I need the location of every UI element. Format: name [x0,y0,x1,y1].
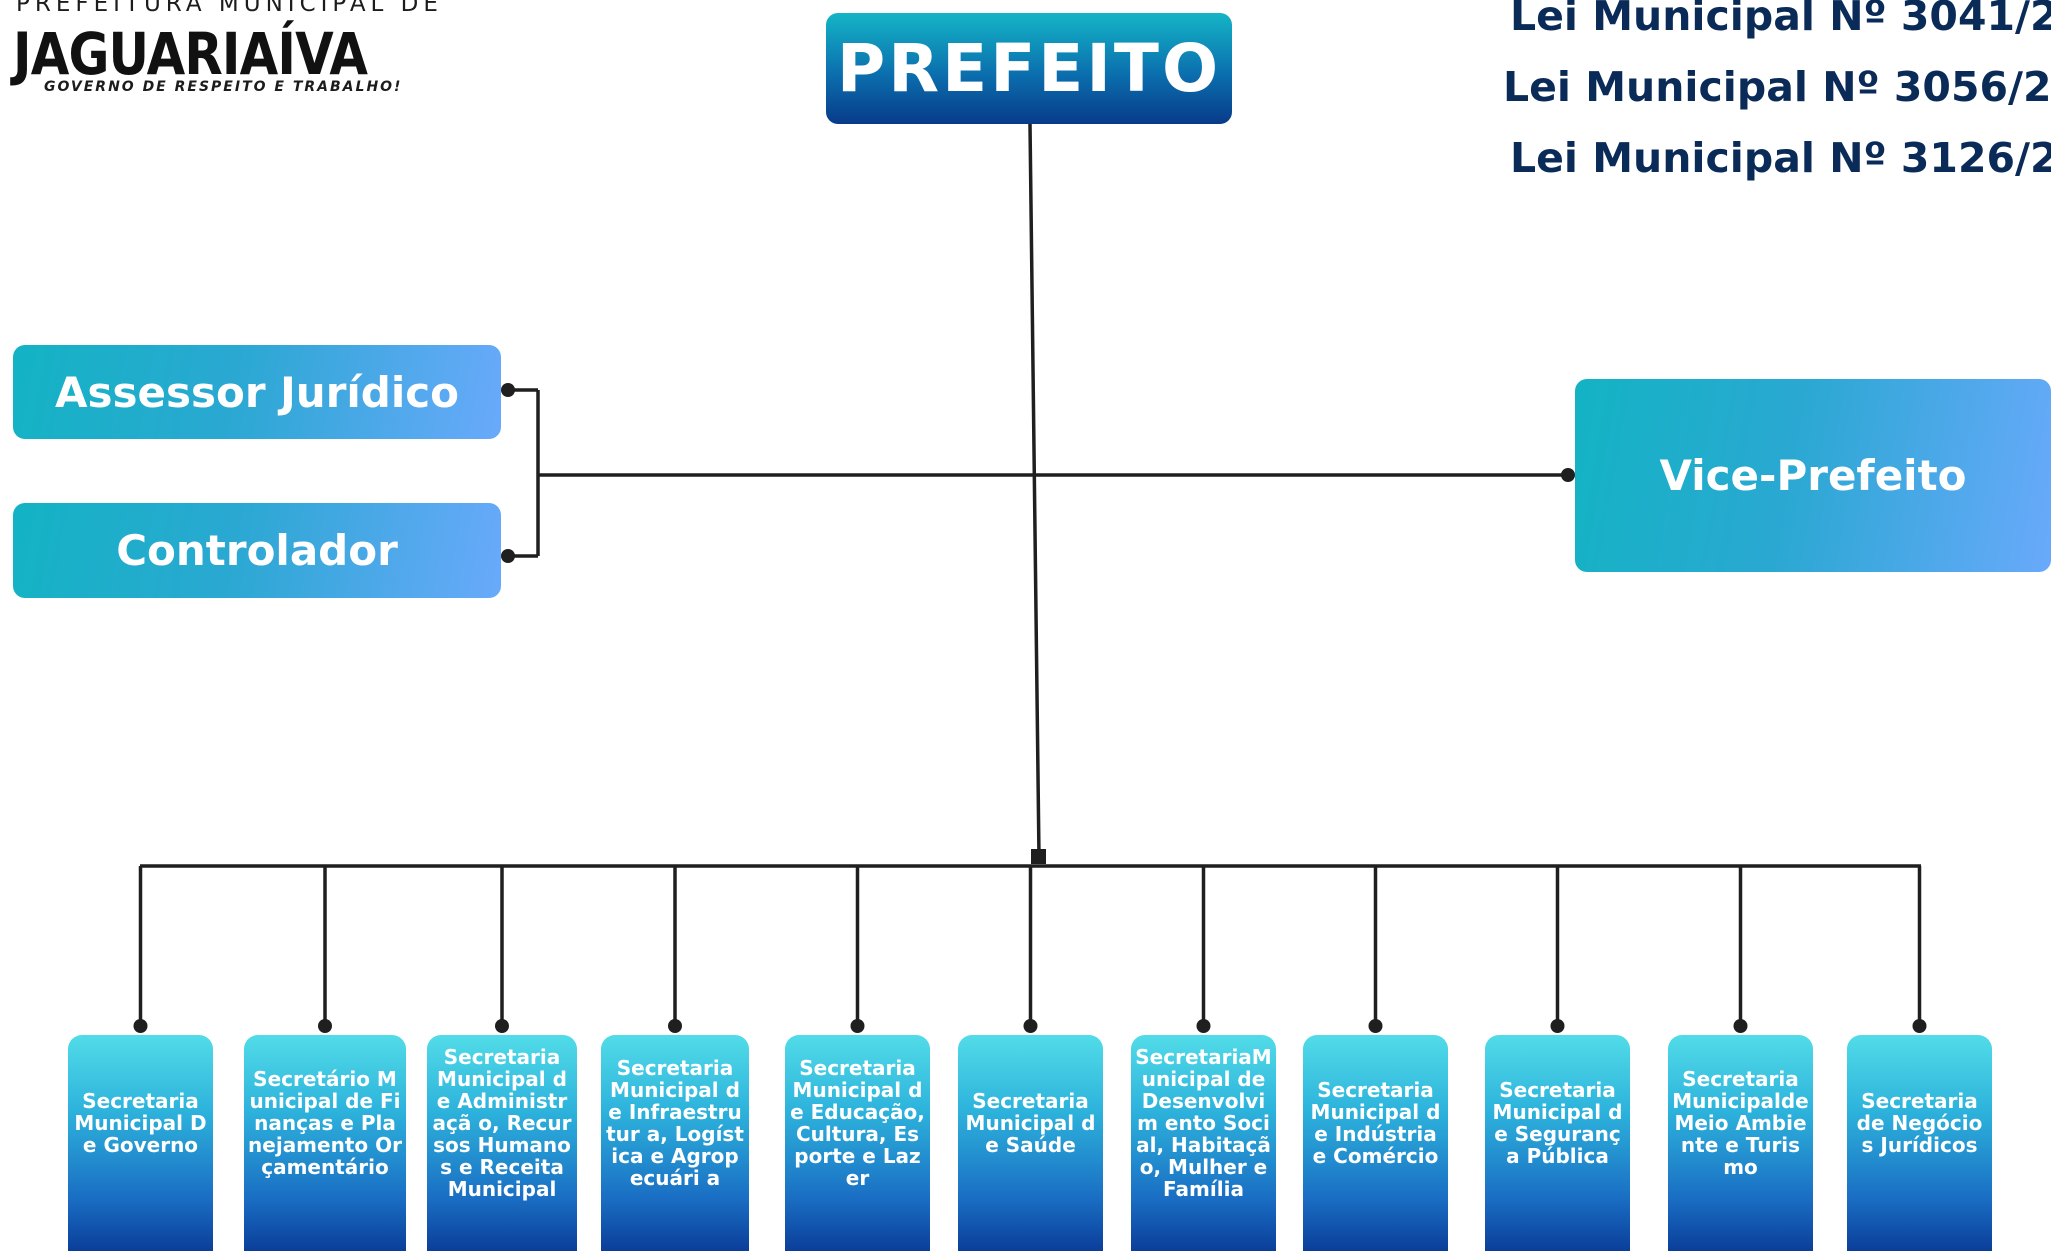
secretaria-box: Secretaria Municipal de Administraçã o, … [427,1035,577,1251]
vice-prefeito-box: Vice-Prefeito [1575,379,2051,572]
connector-dot [1733,1019,1748,1033]
secretaria-label: Secretaria Municipal De Governo [74,1089,207,1157]
secretaria-label: Secretaria Municipalde Meio Ambiente e T… [1672,1067,1809,1179]
connector-dot [1550,1019,1565,1033]
secretaria-box: Secretaria Municipal de Educação, Cultur… [785,1035,930,1251]
secretaria-label: Secretaria Municipal de Indústria e Comé… [1310,1078,1441,1168]
law-3: Lei Municipal Nº 3126/20 [1510,134,2051,182]
connector-dot [1912,1019,1927,1033]
secretaria-label: Secretaria Municipal de Infraestrutur a,… [606,1056,744,1190]
secretaria-label: Secretaria Municipal de Saúde [965,1089,1096,1157]
connector-dot [1368,1019,1383,1033]
controlador-box: Controlador [13,503,501,598]
secretaria-box: Secretaria Municipal de Indústria e Comé… [1303,1035,1448,1251]
law-2: Lei Municipal Nº 3056/20 [1503,63,2051,111]
secretaria-box: Secretaria Municipal de Saúde [958,1035,1103,1251]
secretaria-label: Secretaria Municipal de Segurança Públic… [1492,1078,1623,1168]
secretaria-box: Secretário Municipal de Finanças e Plane… [244,1035,406,1251]
law-1: Lei Municipal Nº 3041/20 [1510,0,2051,40]
assessor-juridico-box: Assessor Jurídico [13,345,501,439]
logo-name: JAGUARIAÍVA [13,20,368,88]
connector-dot [1023,1019,1038,1033]
connector-dot [318,1019,332,1033]
secretaria-label: Secretaria Municipal de Administraçã o, … [432,1045,572,1201]
connector-dot [133,1019,148,1033]
secretaria-box: SecretariaM unicipal de Desenvolvim ento… [1131,1035,1276,1251]
secretaria-box: Secretaria Municipal de Segurança Públic… [1485,1035,1630,1251]
connector-dot [495,1019,509,1033]
secretaria-label: SecretariaM unicipal de Desenvolvim ento… [1135,1045,1272,1201]
connector-dot [850,1019,865,1033]
secretaria-label: Secretaria Municipal de Educação, Cultur… [790,1056,925,1190]
secretaria-box: Secretaria Municipal De Governo [68,1035,213,1251]
secretaria-box: Secretaria de Negócios Jurídicos [1847,1035,1992,1251]
connector-dot [668,1019,682,1033]
connector-dot [1196,1019,1211,1033]
secretaria-box: Secretaria Municipalde Meio Ambiente e T… [1668,1035,1813,1251]
prefeito-box: PREFEITO [826,13,1232,124]
logo-slogan: GOVERNO DE RESPEITO E TRABALHO! [44,79,403,95]
secretaria-label: Secretário Municipal de Finanças e Plane… [248,1067,402,1179]
logo-top-line: PREFEITURA MUNICIPAL DE [16,0,443,17]
secretaria-label: Secretaria de Negócios Jurídicos [1856,1089,1983,1157]
secretaria-box: Secretaria Municipal de Infraestrutur a,… [601,1035,749,1251]
